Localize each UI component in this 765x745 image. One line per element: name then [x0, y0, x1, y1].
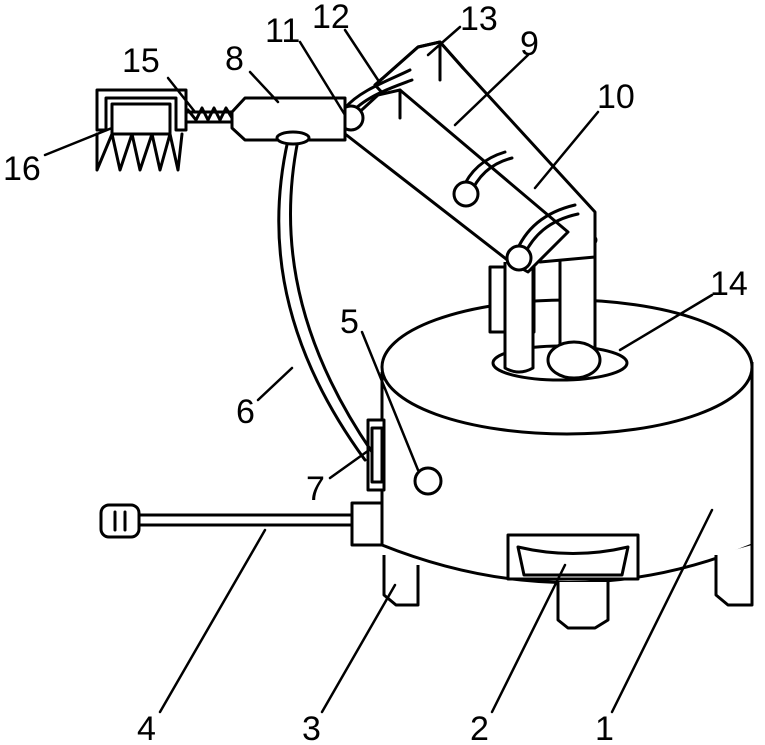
drawer-handle	[508, 535, 638, 579]
indicator-button	[415, 468, 441, 494]
label-3: 3	[302, 710, 321, 745]
label-5: 5	[340, 303, 359, 341]
hose-tube	[279, 140, 372, 460]
label-9: 9	[520, 25, 539, 63]
power-cord	[101, 503, 382, 545]
label-11: 11	[265, 12, 300, 50]
label-6: 6	[236, 393, 255, 431]
label-10: 10	[597, 78, 635, 116]
label-1: 1	[595, 710, 614, 745]
label-4: 4	[137, 710, 156, 745]
label-15: 15	[122, 42, 160, 80]
label-13: 13	[460, 0, 498, 38]
forearm-motor	[232, 98, 345, 144]
label-12: 12	[312, 0, 350, 36]
label-2: 2	[470, 710, 489, 745]
side-box	[368, 420, 384, 490]
label-7: 7	[306, 470, 325, 508]
label-14: 14	[710, 265, 748, 303]
label-8: 8	[225, 40, 244, 78]
label-16: 16	[3, 150, 41, 188]
